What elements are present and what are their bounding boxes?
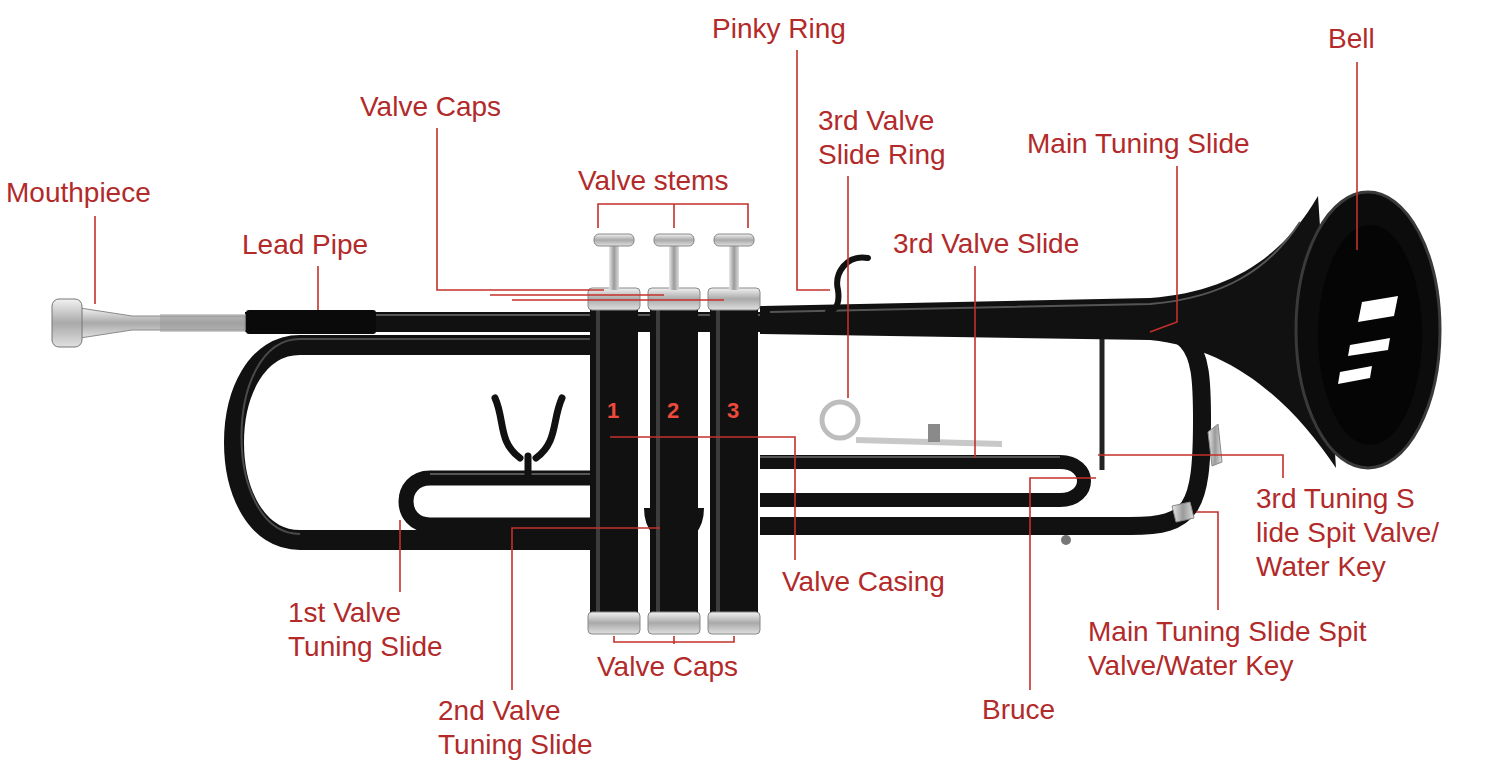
mouthpiece-receiver: [160, 314, 246, 332]
main-loop-tube: [234, 345, 600, 540]
water-key: [1172, 502, 1194, 522]
valve-stem: [669, 246, 679, 290]
leader-line: [399, 520, 401, 592]
casing-highlight: [596, 300, 600, 625]
part-label: Mouthpiece: [6, 176, 151, 210]
leader-line: [1098, 455, 1283, 478]
valve-casing: [710, 300, 758, 625]
leader-line: [974, 266, 976, 458]
part-label: Valve stems: [578, 164, 728, 198]
tube-highlight: [242, 339, 601, 534]
leader-line: [94, 216, 96, 304]
lead-pipe-sleeve: [246, 310, 376, 334]
part-label: Valve Caps: [597, 650, 738, 684]
slide-screw: [928, 424, 940, 442]
part-label: Main Tuning Slide Spit Valve/Water Key: [1088, 615, 1388, 683]
mouthpiece-shank: [80, 308, 245, 338]
leader-line: [847, 176, 849, 398]
leader-bracket: [598, 204, 748, 228]
casing-highlight: [656, 300, 660, 625]
slide-ring: [822, 402, 858, 438]
part-label: Main Tuning Slide: [1027, 127, 1250, 161]
bell-rim: [1296, 192, 1440, 468]
bell-reflection: [1358, 296, 1398, 322]
part-label: 2nd Valve Tuning Slide: [438, 694, 613, 762]
part-label: 1st Valve Tuning Slide: [288, 596, 463, 664]
valve-cap: [708, 612, 760, 634]
leader-lines: [95, 50, 1357, 690]
tube-highlight: [760, 456, 1060, 458]
brace: [1100, 330, 1105, 470]
part-label: Bell: [1328, 22, 1375, 56]
callout-number: 2: [667, 398, 679, 424]
bell-inside: [1318, 225, 1422, 445]
callout-number: 3: [727, 398, 739, 424]
part-label: Pinky Ring: [712, 12, 846, 46]
leader-line: [317, 266, 319, 310]
part-label: 3rd Valve Slide: [893, 227, 1079, 261]
casing-highlight: [716, 300, 720, 625]
valve-stem: [729, 246, 739, 290]
finger-hook: [495, 398, 562, 478]
tube-highlight: [770, 222, 1300, 312]
part-label: Lead Pipe: [242, 228, 368, 262]
bell-reflection: [1338, 366, 1372, 384]
leader-bracket: [614, 636, 734, 644]
bell-reflection: [1348, 338, 1390, 356]
bell-pipe: [760, 196, 1336, 468]
valve-stem: [609, 246, 619, 290]
finger-button: [714, 234, 754, 246]
leader-line: [1030, 478, 1096, 690]
valve-cap: [648, 288, 700, 310]
leader-line: [437, 128, 604, 290]
part-label: Valve Casing: [782, 565, 945, 599]
leader-line: [1196, 512, 1218, 610]
third-valve-slide: [760, 462, 1084, 500]
valve-cap: [588, 288, 640, 310]
leader-line: [1150, 166, 1177, 332]
valve-casing: [590, 300, 638, 625]
part-label: 3rd Valve Slide Ring: [818, 104, 968, 172]
finger-button: [654, 234, 694, 246]
valve-cap: [588, 612, 640, 634]
water-key: [1208, 424, 1222, 466]
main-tuning-slide: [760, 322, 1202, 526]
part-label: Valve Caps: [360, 90, 501, 124]
leader-line: [610, 437, 795, 560]
leader-line: [512, 299, 724, 301]
leader-line: [1356, 62, 1358, 250]
leader-line: [490, 294, 664, 296]
valve-cap: [708, 288, 760, 310]
leader-line: [673, 204, 675, 228]
valve-cap: [648, 612, 700, 634]
part-label: 3rd Tuning S lide Spit Valve/ Water Key: [1256, 482, 1456, 584]
valve-casing: [650, 300, 698, 625]
finger-button: [594, 234, 634, 246]
tube-highlight: [430, 473, 600, 475]
first-valve-slide: [406, 478, 600, 525]
mouthpiece-rim: [52, 299, 82, 347]
water-key-cork: [1061, 535, 1071, 545]
part-label: Bruce: [982, 693, 1055, 727]
callout-number: 1: [607, 398, 619, 424]
